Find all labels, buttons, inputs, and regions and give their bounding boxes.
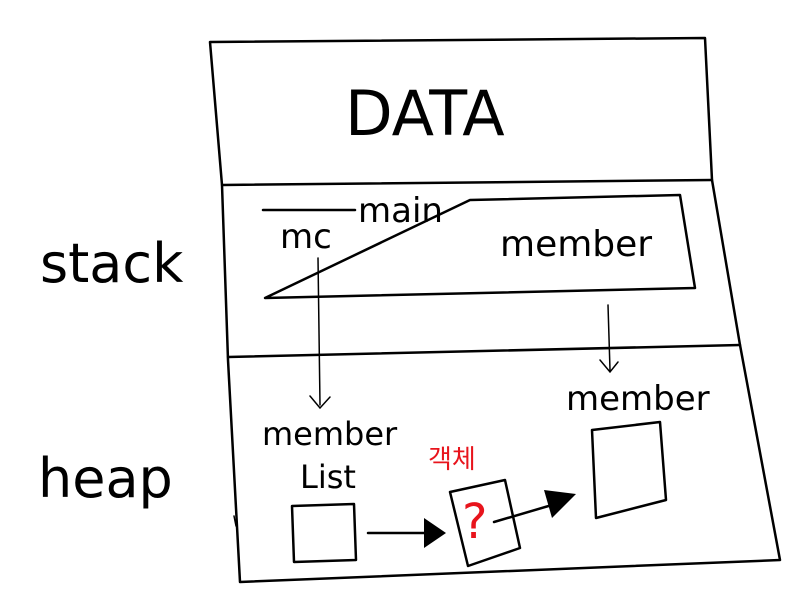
data-stack-divider (220, 178, 714, 187)
memory-outline (208, 36, 782, 584)
main-frame-box (261, 193, 697, 300)
heap-label: heap (38, 447, 173, 510)
data-section-label: DATA (345, 77, 505, 150)
object-label-red: 객체 (428, 445, 476, 475)
member-list-label-line2: List (300, 458, 356, 496)
unknown-object-box (448, 478, 522, 568)
ink-mark (233, 515, 237, 527)
member-reference-arrow (599, 304, 619, 374)
question-mark: ? (462, 494, 487, 550)
stack-heap-divider (226, 343, 742, 359)
member-list-label-line1: member (262, 415, 398, 453)
var-mc-label: mc (280, 217, 332, 257)
mc-reference-arrow (309, 257, 331, 410)
member-object-box (590, 420, 668, 520)
object-to-member-arrowhead (544, 490, 576, 518)
object-to-member-arrow (492, 503, 554, 524)
member-object-label: member (566, 379, 710, 419)
stack-label: stack (40, 232, 184, 295)
member-list-object-box (290, 502, 358, 564)
list-to-object-arrowhead (424, 518, 446, 548)
var-member-label: member (500, 224, 652, 265)
main-frame-title: main (358, 191, 443, 231)
